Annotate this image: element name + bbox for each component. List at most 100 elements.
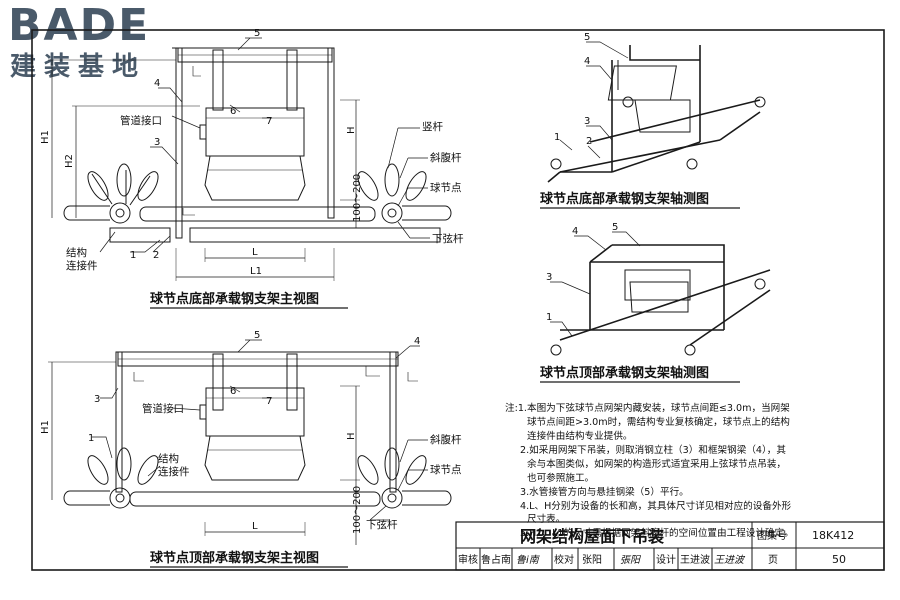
ft-web-label: 斜腹杆 [430,433,462,446]
fb-label-5: 5 [254,28,260,39]
right-column [389,351,397,493]
ft-dim-h1: H1 [40,420,51,434]
ball-node-right [381,202,403,224]
note-line-10: 5.H1、L1的尺寸需根据网架斜腹杆的空间位置由工程设计确定。 [520,527,794,539]
fb-caption: 球节点底部承载钢支架主视图 [150,291,319,307]
ft-label-1: 1 [88,433,94,444]
fb-label-1: 1 [130,250,136,261]
fb-conn-label-1: 结构 [66,246,87,259]
atlas-number: 18K412 [812,529,854,542]
unit-lower [204,155,306,201]
fb-web-label: 斜腹杆 [430,151,462,164]
checker-name: 张阳 [582,554,602,566]
it-label-1: 1 [546,312,552,323]
fb-dim-l1: L1 [250,266,262,277]
lower-chord [129,491,381,507]
check-label: 校对 [554,553,574,566]
base-beam-right [189,227,441,243]
note-line-9: 尺寸表。 [527,513,565,525]
left-hanger [212,49,224,111]
ft-pipe-label: 管道接口 [142,402,184,415]
reviewer-signature: 鲁i南 [516,554,541,566]
fb-conn-label-2: 连接件 [66,259,98,272]
ft-dim-h: H [346,432,357,440]
fb-pipe-label: 管道接口 [120,114,162,127]
fb-label-3: 3 [154,137,160,148]
fb-ball-label: 球节点 [430,181,462,194]
fb-label-4: 4 [154,78,160,89]
ft-label-4: 4 [414,336,420,347]
ib-caption: 球节点底部承载钢支架轴测图 [540,191,709,207]
ft-lower-label: 下弦杆 [366,518,398,531]
note-line-5: 余与本图类似，如网架的构造形式适宜采用上弦球节点吊装， [527,458,786,470]
designer-name: 王进波 [680,553,710,566]
ft-label-3: 3 [94,394,100,405]
ib-label-2: 2 [586,136,592,147]
ib-label-4: 4 [584,56,590,67]
base-beam-left [109,227,171,243]
right-hanger [286,49,298,111]
note-line-7: 3.水管接管方向与悬挂钢梁（5）平行。 [520,486,689,498]
fb-dim-h2: H2 [64,154,75,168]
ft-conn-label-2: 连接件 [158,465,190,478]
note-line-3: 连接件由结构专业提供。 [527,430,633,442]
ft-caption: 球节点顶部承载钢支架主视图 [150,550,319,566]
right-hanger [286,353,298,411]
fb-dim-range: 100～200 [352,174,363,222]
left-column [115,351,123,493]
left-column [175,47,183,239]
ball-node-right [381,487,403,509]
ib-label-3: 3 [584,116,590,127]
iso-view-bottom [547,41,766,183]
it-label-3: 3 [546,272,552,283]
it-caption: 球节点顶部承载钢支架轴测图 [540,365,709,381]
ib-label-5: 5 [584,32,590,43]
ft-label-5: 5 [254,330,260,341]
fb-dim-h: H [346,126,357,134]
fb-vertical-label: 竖杆 [422,120,443,133]
fb-dim-h1: H1 [40,130,51,144]
atlas-label: 图集号 [757,529,787,542]
page-number: 50 [832,553,846,566]
ib-label-1: 1 [554,132,560,143]
fb-label-6: 6 [230,106,236,117]
it-label-4: 4 [572,226,578,237]
right-column [327,47,335,219]
checker-signature: 張阳 [620,554,642,566]
unit-upper [205,107,305,157]
ft-conn-label-1: 结构 [158,452,179,465]
unit-upper [205,387,305,437]
ball-node-left [109,202,131,224]
reviewer-name: 鲁占南 [481,553,511,566]
note-line-8: 4.L、H分别为设备的长和高，其具体尺寸详见相对应的设备外形 [520,500,792,512]
fb-dim-l: L [252,247,258,258]
notes-block: 注:1.本图为下弦球节点网架内藏安装，球节点间距≤3.0m，当网架 球节点间距>… [505,402,794,539]
left-hanger [212,353,224,411]
note-line-6: 也可参照施工。 [527,472,594,484]
ft-dim-range: 100～200 [352,486,363,534]
title-block [455,521,885,571]
drawing-title: 网架结构屋面下吊装 [520,527,664,546]
fb-label-2: 2 [153,250,159,261]
it-label-5: 5 [612,222,618,233]
note-line-1: 注:1.本图为下弦球节点网架内藏安装，球节点间距≤3.0m，当网架 [505,402,790,414]
review-label: 审核 [458,553,478,566]
ft-label-6: 6 [230,386,236,397]
designer-signature: 王进波 [714,554,746,566]
fb-lower-label: 下弦杆 [432,232,464,245]
ft-dim-l: L [252,521,258,532]
front-view-bottom [48,37,452,281]
design-label: 设计 [656,553,676,566]
front-view-top [48,339,452,545]
iso-view-top [550,231,771,356]
ft-label-7: 7 [266,396,272,407]
note-line-4: 2.如采用网架下吊装，则取消钢立柱（3）和框架钢梁（4），其 [520,444,786,456]
unit-lower [204,435,306,481]
ball-node-left [109,487,131,509]
lower-chord [139,206,376,222]
note-line-2: 球节点间距>3.0m时，需结构专业复核确定，球节点上的结构 [527,416,790,428]
ft-ball-label: 球节点 [430,463,462,476]
fb-label-7: 7 [266,116,272,127]
